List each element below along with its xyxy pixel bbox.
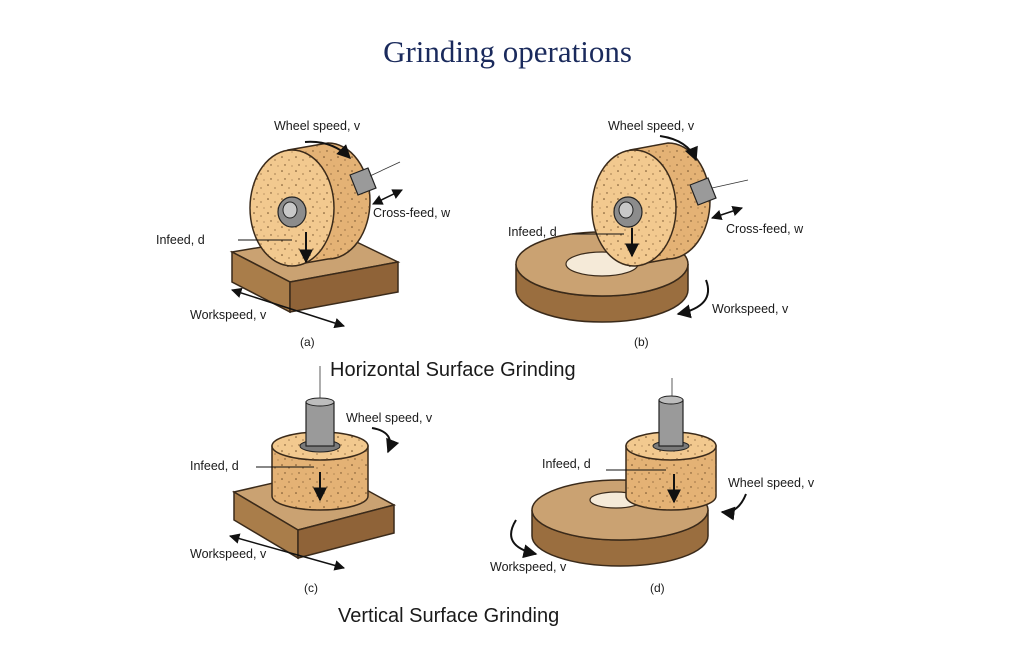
workspeed-label: Workspeed, v (712, 302, 789, 316)
infeed-label: Infeed, d (542, 457, 591, 471)
panel-c: Wheel speed, v Infeed, d Workspeed, v (c… (190, 366, 433, 595)
panel-b: Wheel speed, v Cross-feed, w Infeed, d W… (508, 119, 804, 349)
workspeed-label: Workspeed, v (190, 547, 267, 561)
page-title: Grinding operations (383, 34, 632, 69)
cross-feed-label: Cross-feed, w (726, 222, 804, 236)
grinding-wheel (249, 142, 401, 267)
panel-caption: (d) (650, 581, 665, 595)
panel-d: Infeed, d Wheel speed, v Workspeed, v (d… (490, 378, 815, 595)
cup-wheel (625, 431, 717, 511)
infeed-label: Infeed, d (508, 225, 557, 239)
wheel-speed-label: Wheel speed, v (608, 119, 695, 133)
infeed-label: Infeed, d (190, 459, 239, 473)
wheel-speed-label: Wheel speed, v (274, 119, 361, 133)
section-title-vertical: Vertical Surface Grinding (338, 605, 559, 627)
infeed-label: Infeed, d (156, 233, 205, 247)
spindle (305, 366, 335, 447)
wheel-speed-label: Wheel speed, v (728, 476, 815, 490)
grinding-wheel (591, 142, 749, 267)
panel-caption: (c) (304, 581, 318, 595)
panel-caption: (b) (634, 335, 649, 349)
section-title-horizontal: Horizontal Surface Grinding (330, 359, 576, 381)
panel-caption: (a) (300, 335, 315, 349)
wheel-speed-label: Wheel speed, v (346, 411, 433, 425)
workspeed-label: Workspeed, v (490, 560, 567, 574)
panel-a: Wheel speed, v Cross-feed, w Infeed, d W… (156, 119, 451, 349)
cross-feed-label: Cross-feed, w (373, 206, 451, 220)
spindle (658, 378, 684, 447)
workspeed-label: Workspeed, v (190, 308, 267, 322)
